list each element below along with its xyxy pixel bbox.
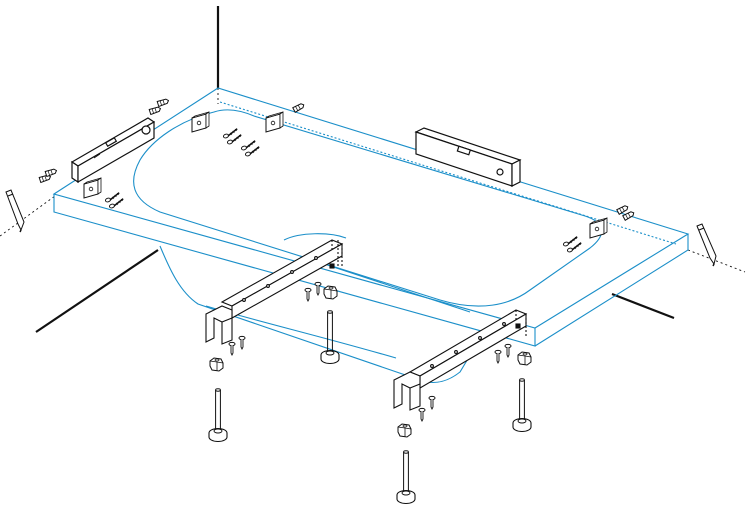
adjustable-leg-icon <box>396 450 416 505</box>
nut-icon <box>323 285 338 300</box>
pencil-icon <box>696 223 717 267</box>
wall-bracket-icon <box>191 111 210 133</box>
wall-corner-line <box>35 6 675 333</box>
screw-icon <box>418 395 436 422</box>
spirit-level-icon <box>414 127 522 187</box>
wall-plug-icon <box>148 97 170 115</box>
wall-plug-icon <box>616 204 636 221</box>
nut-icon <box>397 423 412 438</box>
screw-icon <box>239 139 262 158</box>
nut-icon <box>209 357 224 372</box>
screw-icon <box>304 281 322 302</box>
screw-icon <box>561 235 584 254</box>
spirit-level-icon <box>70 117 156 184</box>
wall-guide-dashed-line <box>0 88 746 273</box>
screw-icon <box>103 191 126 210</box>
adjustable-leg-icon <box>208 388 228 443</box>
pencil-icon <box>5 189 25 233</box>
wall-bracket-icon <box>265 111 284 133</box>
screw-icon <box>494 343 512 364</box>
wall-plug-icon <box>38 167 58 183</box>
support-frame-icon <box>205 239 344 345</box>
wall-plug-icon <box>292 102 306 113</box>
adjustable-leg-icon <box>320 310 340 365</box>
adjustable-leg-icon <box>512 378 532 433</box>
nut-icon <box>517 351 532 366</box>
wall-bracket-icon <box>589 217 608 239</box>
wall-bracket-icon <box>83 177 102 199</box>
screw-icon <box>221 127 244 146</box>
support-frame-icon <box>393 309 528 411</box>
